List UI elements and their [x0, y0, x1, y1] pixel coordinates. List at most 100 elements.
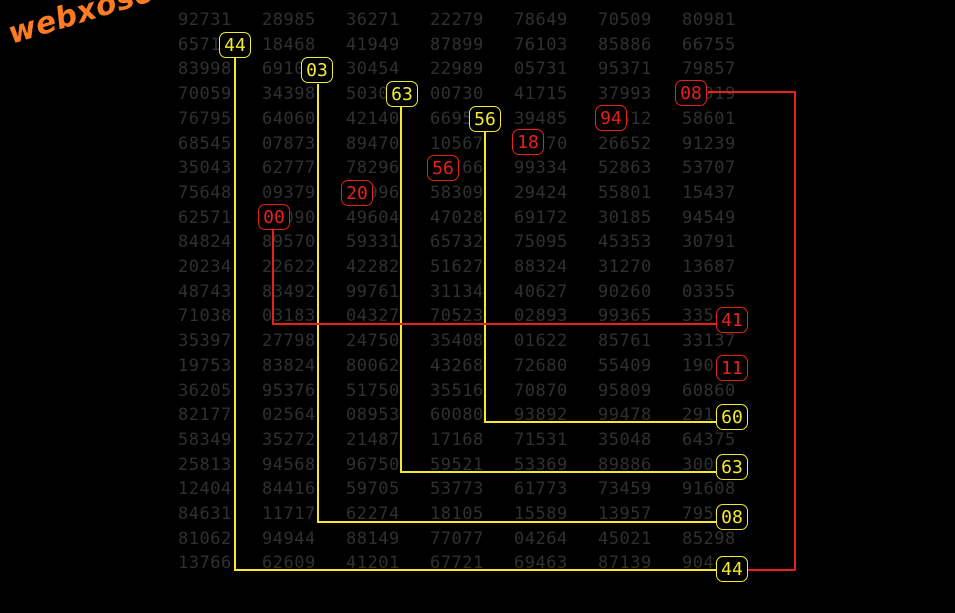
grid-cell: 66755 [682, 34, 736, 55]
grid-cell: 58349 [178, 429, 232, 450]
grid-cell: 37993 [598, 84, 652, 105]
grid-cell: 70870 [514, 380, 568, 401]
grid-cell: 13687 [682, 257, 736, 278]
grid-cell: 10567 [430, 133, 484, 154]
grid-cell: 96750 [346, 454, 400, 475]
grid-cell: 82177 [178, 405, 232, 426]
grid-cell: 02893 [514, 306, 568, 327]
grid-cell: 77077 [430, 528, 484, 549]
grid-cell: 07873 [262, 133, 316, 154]
grid-cell: 20234 [178, 257, 232, 278]
grid-cell: 70523 [430, 306, 484, 327]
grid-cell: 91239 [682, 133, 736, 154]
grid-cell: 94549 [682, 207, 736, 228]
grid-cell: 42140 [346, 108, 400, 129]
grid-cell: 94568 [262, 454, 316, 475]
top-marker-18: 18 [512, 129, 544, 155]
grid-cell: 17168 [430, 429, 484, 450]
grid-cell: 81062 [178, 528, 232, 549]
top-marker-08: 08 [675, 80, 707, 106]
grid-cell: 22279 [430, 10, 484, 30]
grid-cell: 99365 [598, 306, 652, 327]
grid-cell: 95809 [598, 380, 652, 401]
grid-cell: 89570 [262, 232, 316, 253]
grid-cell: 76795 [178, 108, 232, 129]
grid-cell: 27798 [262, 331, 316, 352]
right-marker-41: 41 [716, 307, 748, 333]
grid-cell: 30185 [598, 207, 652, 228]
grid-cell: 19753 [178, 355, 232, 376]
grid-cell: 55801 [598, 182, 652, 203]
grid-cell: 58309 [430, 182, 484, 203]
grid-cell: 99334 [514, 158, 568, 179]
grid-cell: 78649 [514, 10, 568, 30]
grid-cell: 26652 [598, 133, 652, 154]
grid-cell: 53707 [682, 158, 736, 179]
grid-cell: 52863 [598, 158, 652, 179]
grid-cell: 89470 [346, 133, 400, 154]
grid-cell: 24750 [346, 331, 400, 352]
grid-cell: 62777 [262, 158, 316, 179]
grid-cell: 15589 [514, 504, 568, 525]
right-marker-60: 60 [716, 404, 748, 430]
grid-cell: 31134 [430, 281, 484, 302]
top-marker-56-red: 56 [427, 155, 459, 181]
grid-cell: 71038 [178, 306, 232, 327]
grid-cell: 99761 [346, 281, 400, 302]
grid-cell: 55409 [598, 355, 652, 376]
grid-row: 68545078738947010567182702665291239 [178, 132, 766, 157]
grid-cell: 48743 [178, 281, 232, 302]
grid-cell: 89886 [598, 454, 652, 475]
grid-row: 35043627777829656766993345286353707 [178, 156, 766, 181]
grid-cell: 35516 [430, 380, 484, 401]
grid-cell: 51750 [346, 380, 400, 401]
grid-cell: 90260 [598, 281, 652, 302]
grid-cell: 78296 [346, 158, 400, 179]
grid-cell: 91608 [682, 479, 736, 500]
grid-cell: 04264 [514, 528, 568, 549]
top-marker-44: 44 [219, 32, 251, 58]
grid-cell: 94944 [262, 528, 316, 549]
grid-cell: 13766 [178, 553, 232, 574]
grid-cell: 95376 [262, 380, 316, 401]
grid-cell: 12404 [178, 479, 232, 500]
grid-cell: 85298 [682, 528, 736, 549]
grid-cell: 62571 [178, 207, 232, 228]
right-marker-63: 63 [716, 454, 748, 480]
grid-cell: 92731 [178, 10, 232, 30]
grid-cell: 03355 [682, 281, 736, 302]
grid-cell: 75648 [178, 182, 232, 203]
connector-line-00 [272, 230, 730, 325]
grid-cell: 69463 [514, 553, 568, 574]
grid-cell: 11717 [262, 504, 316, 525]
grid-cell: 30454 [346, 59, 400, 80]
grid-cell: 85761 [598, 331, 652, 352]
grid-cell: 80062 [346, 355, 400, 376]
grid-cell: 95371 [598, 59, 652, 80]
grid-cell: 99478 [598, 405, 652, 426]
grid-cell: 65732 [430, 232, 484, 253]
grid-cell: 87139 [598, 553, 652, 574]
grid-cell: 61773 [514, 479, 568, 500]
grid-cell: 04327 [346, 306, 400, 327]
grid-cell: 50303 [346, 84, 400, 105]
grid-cell: 83998 [178, 59, 232, 80]
grid-cell: 88149 [346, 528, 400, 549]
grid-cell: 62274 [346, 504, 400, 525]
grid-cell: 35397 [178, 331, 232, 352]
grid-cell: 53369 [514, 454, 568, 475]
grid-cell: 83492 [262, 281, 316, 302]
grid-cell: 01622 [514, 331, 568, 352]
top-marker-56: 56 [469, 106, 501, 132]
top-marker-94: 94 [595, 105, 627, 131]
grid-cell: 35048 [598, 429, 652, 450]
grid-cell: 34398 [262, 84, 316, 105]
